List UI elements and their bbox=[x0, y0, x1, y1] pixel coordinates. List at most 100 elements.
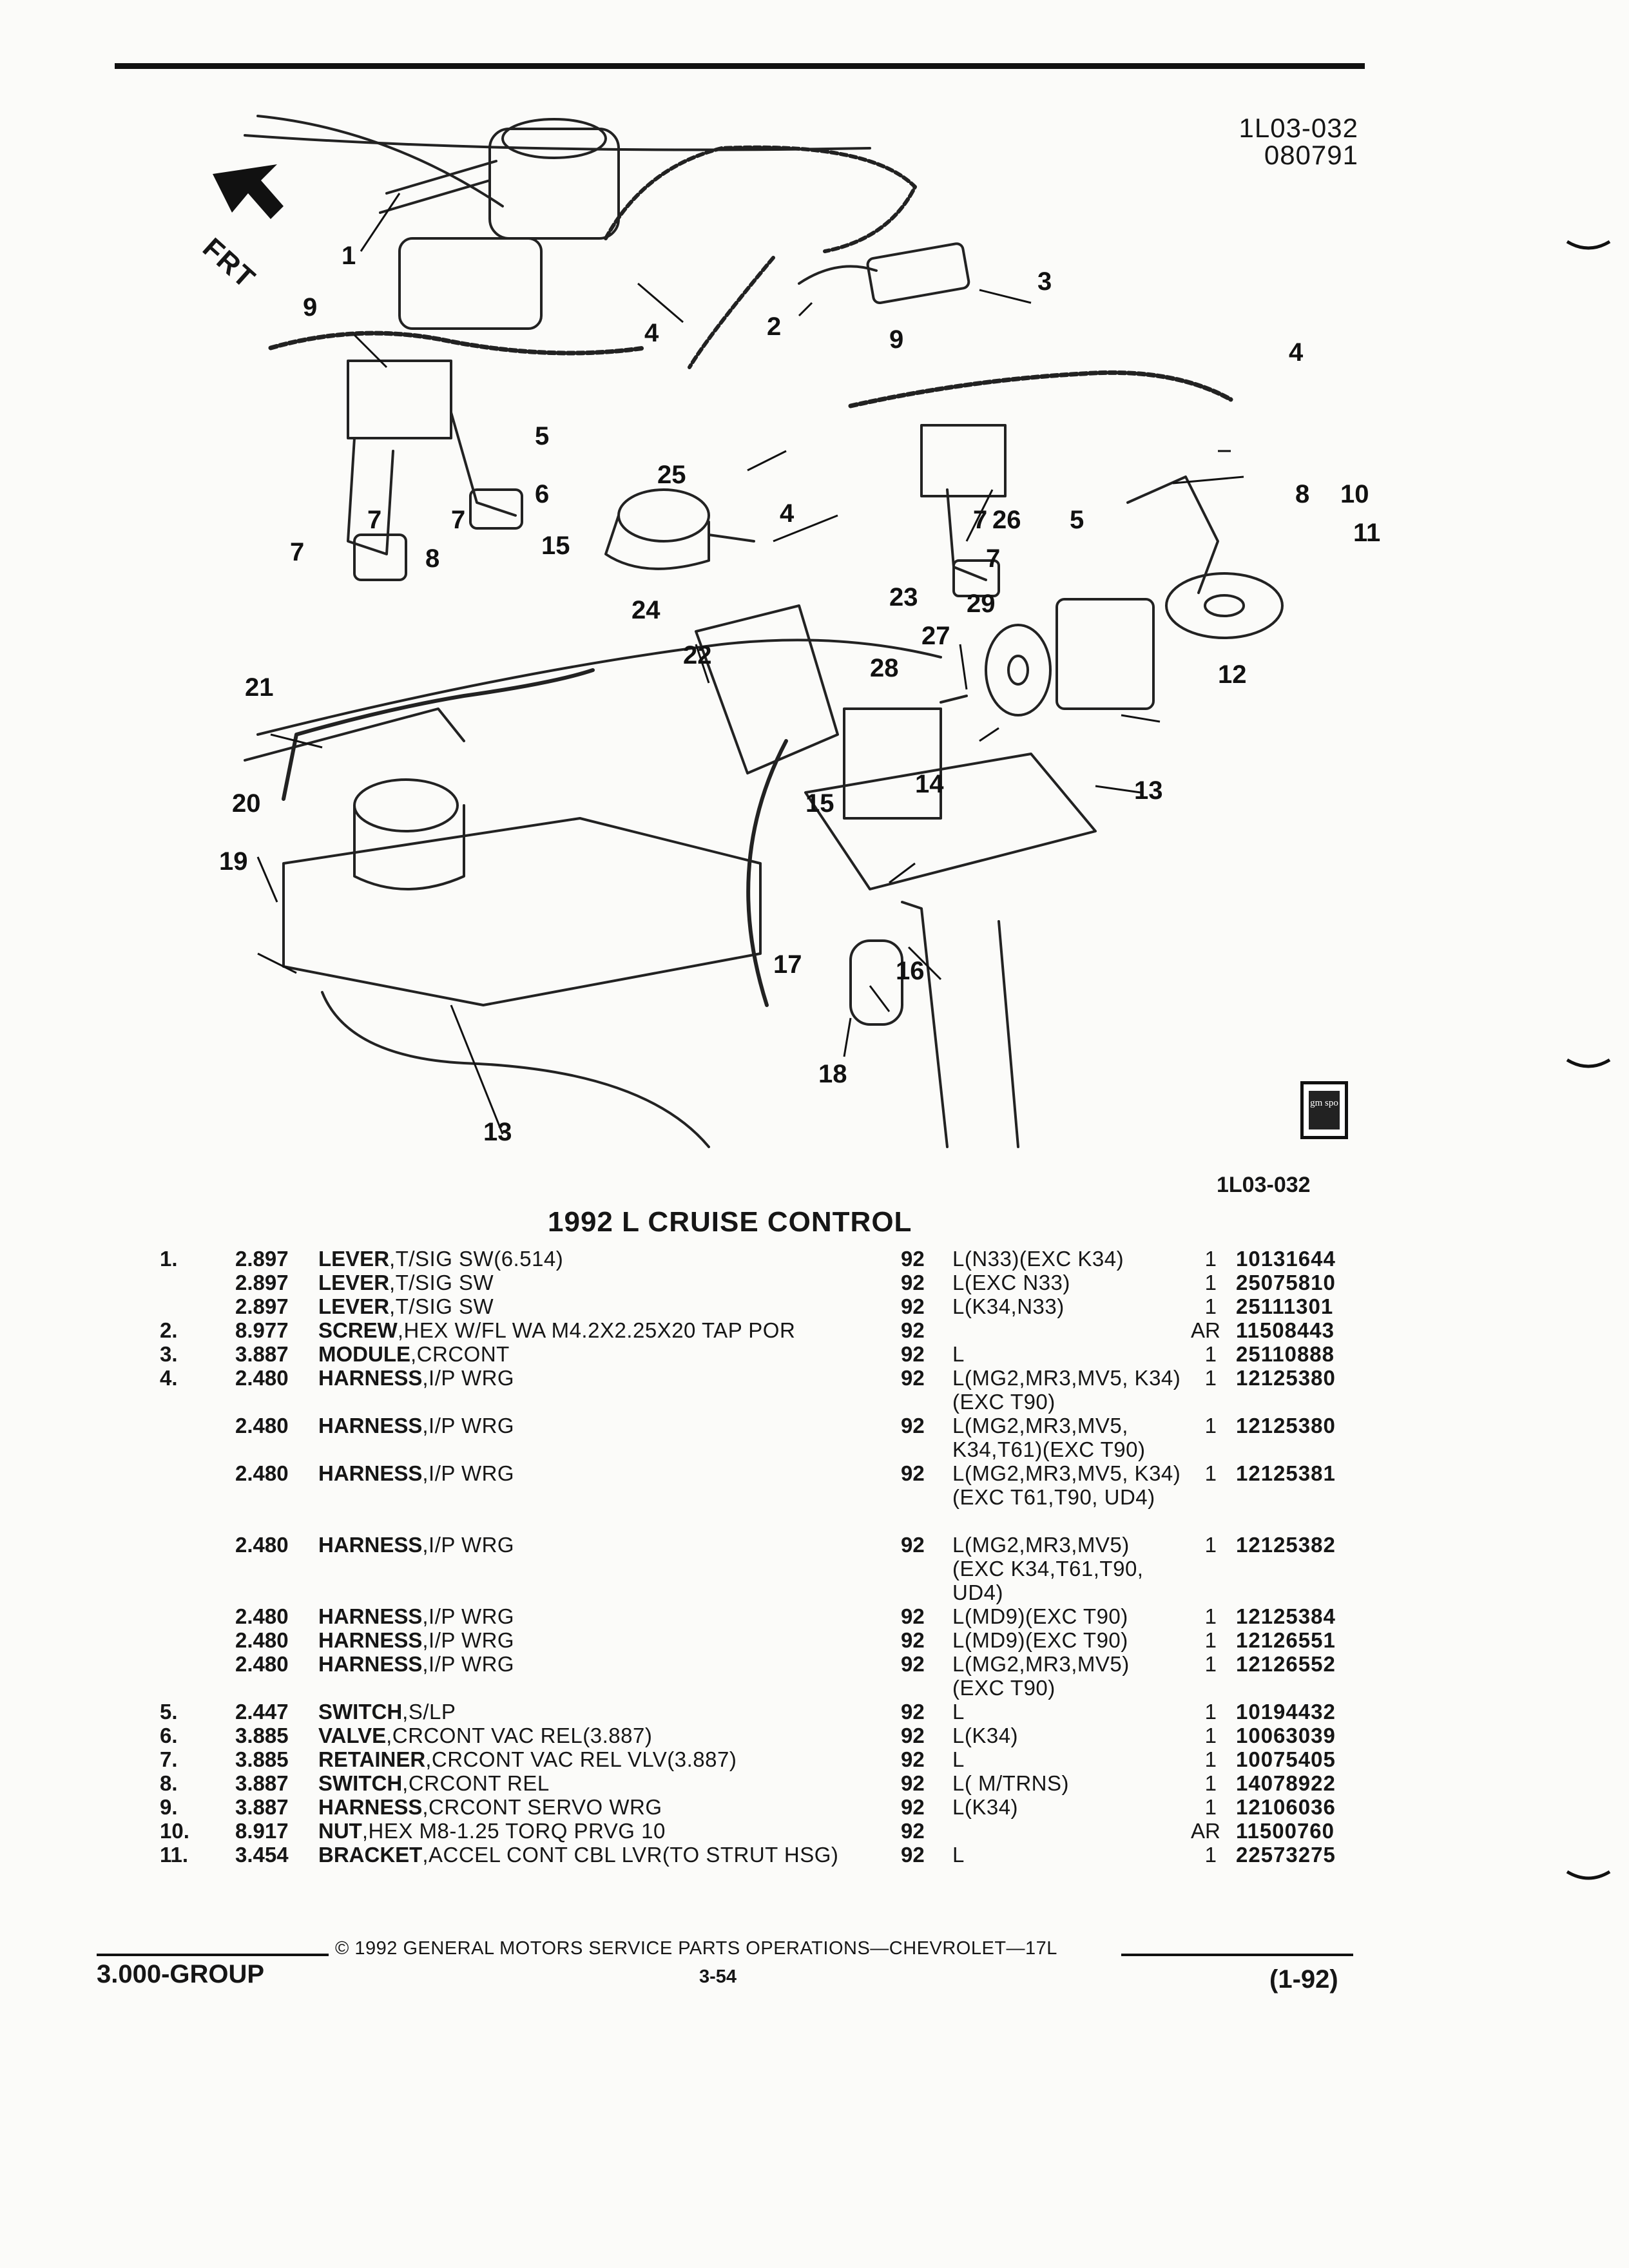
figure-code: 1L03-032 080791 bbox=[1239, 115, 1359, 169]
part-description: HARNESS,I/P WRG bbox=[318, 1652, 853, 1676]
model-year: 92 bbox=[901, 1747, 925, 1771]
part-name: HARNESS bbox=[318, 1628, 423, 1652]
model-year: 92 bbox=[901, 1795, 925, 1819]
model-year: 92 bbox=[901, 1366, 925, 1390]
part-number: 12106036 bbox=[1236, 1795, 1336, 1819]
svg-text:15: 15 bbox=[805, 789, 834, 818]
quantity: 1 bbox=[1204, 1604, 1217, 1628]
svg-text:23: 23 bbox=[889, 583, 918, 611]
model-year: 92 bbox=[901, 1628, 925, 1652]
part-name: MODULE bbox=[318, 1342, 410, 1366]
model-year: 92 bbox=[901, 1652, 925, 1676]
model-year: 92 bbox=[901, 1843, 925, 1867]
quantity: 1 bbox=[1204, 1652, 1217, 1676]
part-name: LEVER bbox=[318, 1294, 390, 1318]
group-number: 3.887 bbox=[235, 1795, 289, 1819]
quantity: 1 bbox=[1204, 1342, 1217, 1366]
model-year: 92 bbox=[901, 1414, 925, 1437]
svg-text:4: 4 bbox=[644, 319, 659, 347]
section-title: 1992 L CRUISE CONTROL bbox=[548, 1206, 912, 1238]
svg-text:7: 7 bbox=[367, 506, 381, 534]
part-number: 22573275 bbox=[1236, 1843, 1336, 1867]
part-description: HARNESS,I/P WRG bbox=[318, 1604, 853, 1628]
part-modifier: ,I/P WRG bbox=[422, 1533, 515, 1557]
part-name: HARNESS bbox=[318, 1461, 423, 1485]
usage-code: L(MG2,MR3,MV5, K34,T61)(EXC T90) bbox=[952, 1414, 1146, 1461]
usage-code: L(K34) bbox=[952, 1795, 1019, 1819]
quantity: 1 bbox=[1204, 1747, 1217, 1771]
svg-text:9: 9 bbox=[303, 293, 317, 322]
svg-text:9: 9 bbox=[889, 325, 903, 354]
part-modifier: ,I/P WRG bbox=[422, 1652, 515, 1676]
usage-code: L(EXC N33) bbox=[952, 1271, 1070, 1294]
part-description: LEVER,T/SIG SW bbox=[318, 1294, 853, 1318]
part-modifier: ,T/SIG SW bbox=[389, 1271, 494, 1294]
quantity: 1 bbox=[1204, 1700, 1217, 1724]
footer-date: (1-92) bbox=[1269, 1965, 1338, 1994]
cruise-control-exploded-diagram: 1 2 3 4 4 4 5 5 6 7 7 7 7 7 8 8 9 9 10 1… bbox=[213, 115, 1380, 1148]
group-number: 3.885 bbox=[235, 1747, 289, 1771]
svg-text:7: 7 bbox=[973, 506, 987, 534]
svg-text:24: 24 bbox=[631, 596, 660, 624]
part-modifier: ,T/SIG SW(6.514) bbox=[389, 1247, 564, 1271]
part-modifier: ,HEX M8-1.25 TORQ PRVG 10 bbox=[361, 1819, 666, 1843]
part-number: 10131644 bbox=[1236, 1247, 1336, 1271]
quantity: 1 bbox=[1204, 1294, 1217, 1318]
group-number: 2.897 bbox=[235, 1247, 289, 1271]
figure-code-number: 1L03-032 bbox=[1239, 113, 1358, 143]
part-number: 25075810 bbox=[1236, 1271, 1336, 1294]
quantity: 1 bbox=[1204, 1771, 1217, 1795]
svg-text:22: 22 bbox=[683, 641, 712, 669]
svg-text:12: 12 bbox=[1218, 660, 1247, 689]
model-year: 92 bbox=[901, 1271, 925, 1294]
group-number: 2.480 bbox=[235, 1652, 289, 1676]
part-description: LEVER,T/SIG SW bbox=[318, 1271, 853, 1294]
item-number: 8. bbox=[160, 1771, 178, 1795]
usage-code: L bbox=[952, 1747, 965, 1771]
margin-mark bbox=[1566, 1058, 1611, 1068]
part-modifier: ,I/P WRG bbox=[422, 1628, 515, 1652]
usage-code: L(MG2,MR3,MV5) (EXC K34,T61,T90, UD4) bbox=[952, 1533, 1144, 1604]
part-number: 12126551 bbox=[1236, 1628, 1336, 1652]
quantity: 1 bbox=[1204, 1414, 1217, 1437]
group-number: 2.897 bbox=[235, 1294, 289, 1318]
footer-rule-right bbox=[1121, 1954, 1353, 1956]
usage-code: L(MG2,MR3,MV5) (EXC T90) bbox=[952, 1652, 1130, 1700]
svg-text:21: 21 bbox=[245, 673, 274, 702]
item-number: 9. bbox=[160, 1795, 178, 1819]
part-number: 12125380 bbox=[1236, 1366, 1336, 1390]
part-name: BRACKET bbox=[318, 1843, 423, 1867]
model-year: 92 bbox=[901, 1247, 925, 1271]
svg-text:2: 2 bbox=[767, 312, 781, 341]
part-name: HARNESS bbox=[318, 1652, 423, 1676]
svg-text:27: 27 bbox=[921, 622, 950, 650]
svg-text:10: 10 bbox=[1340, 480, 1369, 508]
item-number: 2. bbox=[160, 1318, 178, 1342]
usage-code: L(MG2,MR3,MV5, K34)(EXC T61,T90, UD4) bbox=[952, 1461, 1181, 1509]
item-number: 10. bbox=[160, 1819, 189, 1843]
part-modifier: ,I/P WRG bbox=[422, 1604, 515, 1628]
usage-code: L bbox=[952, 1342, 965, 1366]
part-name: HARNESS bbox=[318, 1604, 423, 1628]
group-number: 2.447 bbox=[235, 1700, 289, 1724]
svg-text:29: 29 bbox=[967, 590, 996, 618]
usage-code: L( M/TRNS) bbox=[952, 1771, 1069, 1795]
item-number: 6. bbox=[160, 1724, 178, 1747]
part-modifier: ,CRCONT bbox=[410, 1342, 510, 1366]
svg-text:18: 18 bbox=[818, 1060, 847, 1088]
part-name: RETAINER bbox=[318, 1747, 426, 1771]
part-description: HARNESS,I/P WRG bbox=[318, 1366, 853, 1390]
quantity: 1 bbox=[1204, 1247, 1217, 1271]
quantity: 1 bbox=[1204, 1843, 1217, 1867]
part-description: HARNESS,CRCONT SERVO WRG bbox=[318, 1795, 853, 1819]
model-year: 92 bbox=[901, 1700, 925, 1724]
quantity: 1 bbox=[1204, 1724, 1217, 1747]
svg-text:7: 7 bbox=[290, 538, 304, 566]
part-modifier: ,CRCONT VAC REL(3.887) bbox=[386, 1724, 653, 1747]
group-number: 8.917 bbox=[235, 1819, 289, 1843]
